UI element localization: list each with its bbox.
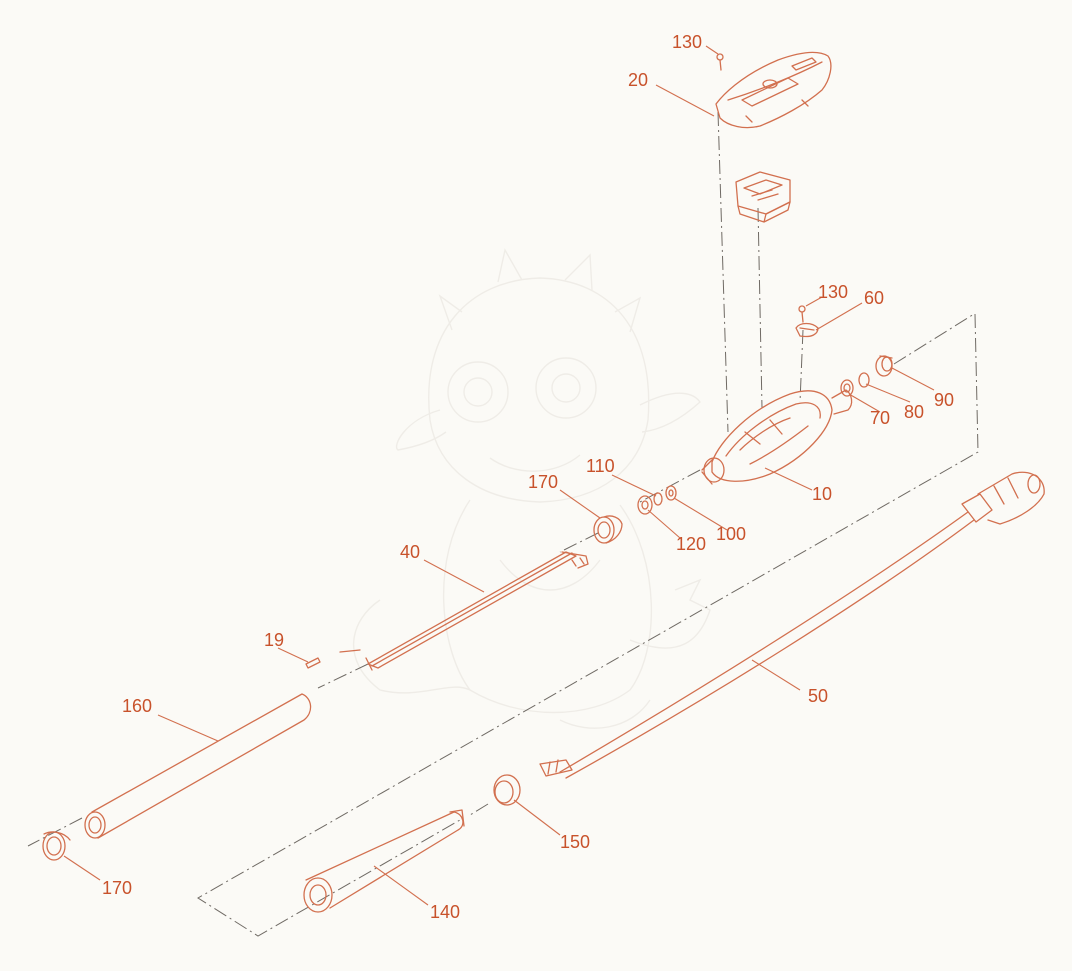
ring-100[interactable] — [665, 485, 677, 501]
callout-10: 10 — [812, 484, 832, 504]
ring-120[interactable] — [637, 495, 653, 515]
baby-dragon-mascot-watermark — [353, 248, 711, 729]
callout-60: 60 — [864, 288, 884, 308]
ring-110[interactable] — [653, 492, 663, 506]
callout-40: 40 — [400, 542, 420, 562]
callout-19: 19 — [264, 630, 284, 650]
callout-100: 100 — [716, 524, 746, 544]
callout-130-mid: 130 — [818, 282, 848, 302]
callout-110: 110 — [586, 456, 615, 476]
callout-120: 120 — [676, 534, 706, 554]
screw-part-2[interactable] — [798, 305, 806, 323]
coupling-ring-part[interactable] — [493, 774, 521, 806]
leader-lines — [63, 45, 935, 906]
power-cable-part[interactable] — [539, 471, 1045, 779]
callout-150: 150 — [560, 832, 590, 852]
top-cover-part[interactable] — [715, 51, 832, 129]
callout-160: 160 — [122, 696, 152, 716]
assembly-axes — [27, 111, 979, 937]
callout-140: 140 — [430, 902, 460, 922]
seal-ring-80[interactable] — [858, 372, 870, 388]
switch-module-part[interactable] — [735, 171, 791, 223]
screw-part[interactable] — [716, 53, 724, 71]
housing-base-part[interactable] — [701, 389, 853, 485]
parts-group — [42, 51, 1045, 913]
callout-130-top: 130 — [672, 32, 702, 52]
end-sleeve-upper[interactable] — [593, 515, 623, 544]
nut-90[interactable] — [875, 355, 893, 377]
callout-labels: 130 20 130 60 90 80 70 10 110 170 100 12… — [102, 32, 954, 922]
callout-70: 70 — [870, 408, 890, 428]
callout-50: 50 — [808, 686, 828, 706]
seal-ring-70[interactable] — [840, 379, 854, 397]
callout-170-lower: 170 — [102, 878, 132, 898]
callout-90: 90 — [934, 390, 954, 410]
end-sleeve-lower[interactable] — [42, 831, 71, 861]
callout-80: 80 — [904, 402, 924, 422]
pin-part[interactable] — [305, 657, 321, 669]
circuit-board-part[interactable] — [339, 551, 589, 671]
tapered-sleeve-part[interactable] — [303, 809, 465, 913]
long-tube-part[interactable] — [84, 693, 312, 839]
callout-20: 20 — [628, 70, 648, 90]
cable-clamp-part[interactable] — [795, 322, 819, 338]
callout-170-upper: 170 — [528, 472, 558, 492]
